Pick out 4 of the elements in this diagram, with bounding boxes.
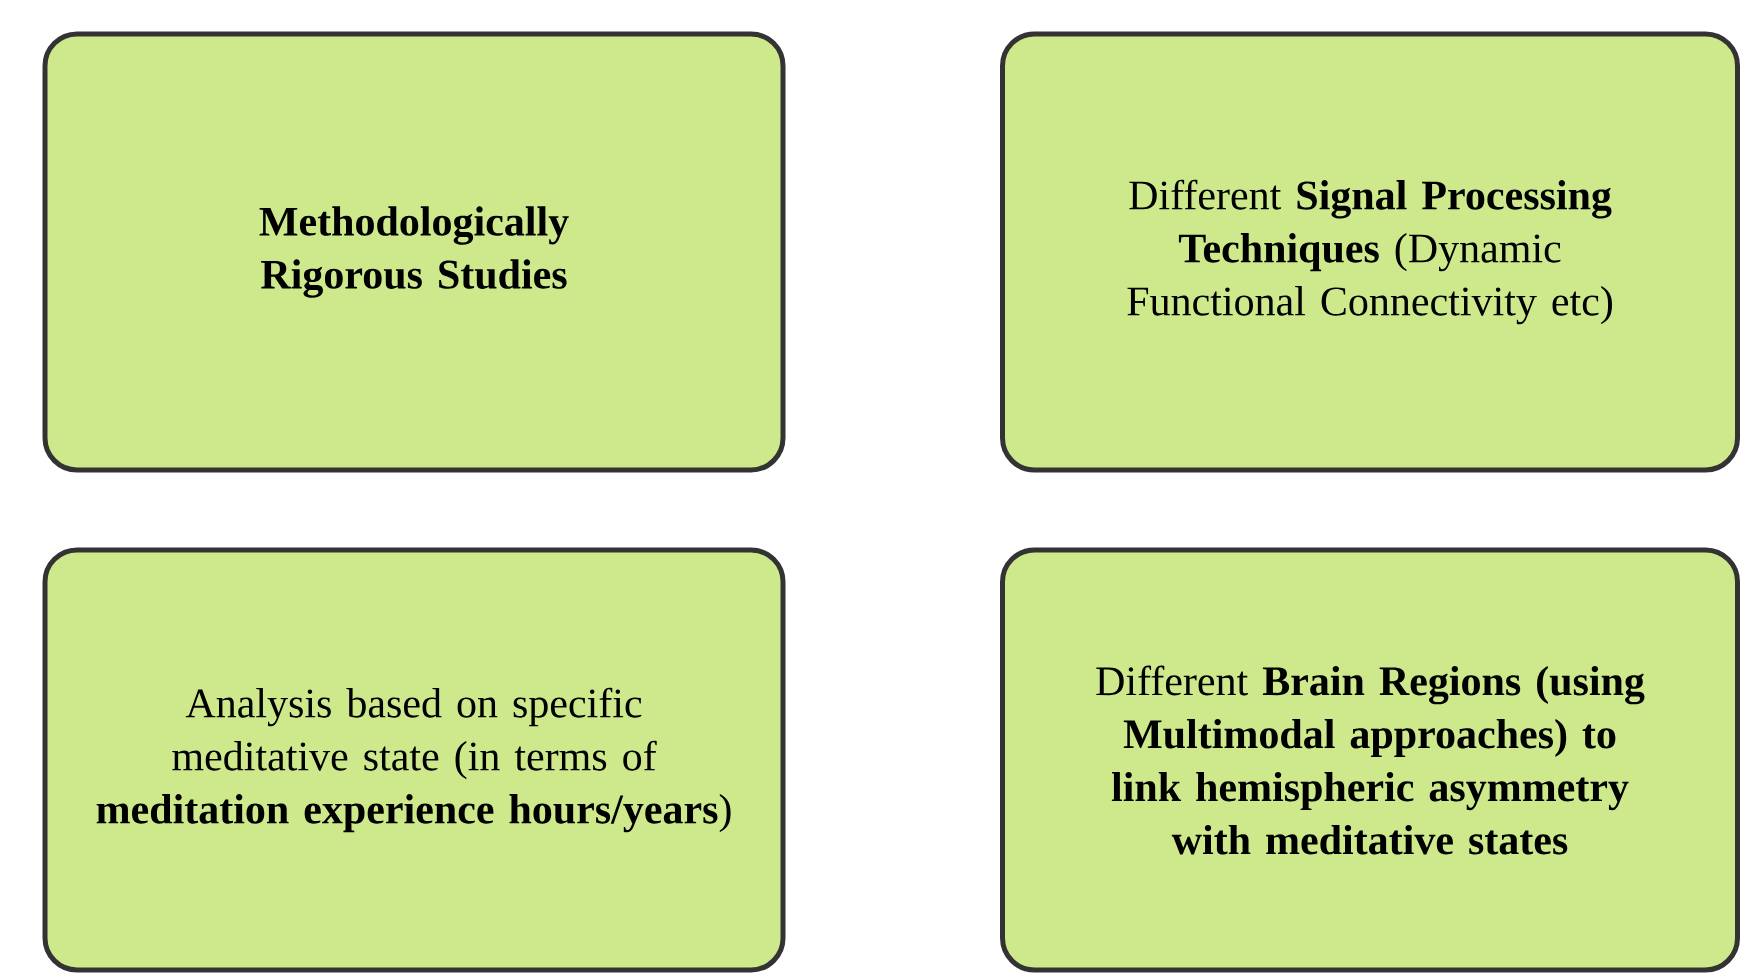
text-box: Different Brain Regions (using Multimodal approaches) to link hemispheric asymmetry with meditative states: [1000, 547, 1740, 973]
text-box: Analysis based on specific meditative state (in terms of meditation experience hours/years): [42, 547, 786, 973]
text-box: Methodologically Rigorous Studies: [42, 31, 786, 473]
text-box: Different Signal Processing Techniques (Dynamic Functional Connectivity etc): [1000, 31, 1740, 473]
